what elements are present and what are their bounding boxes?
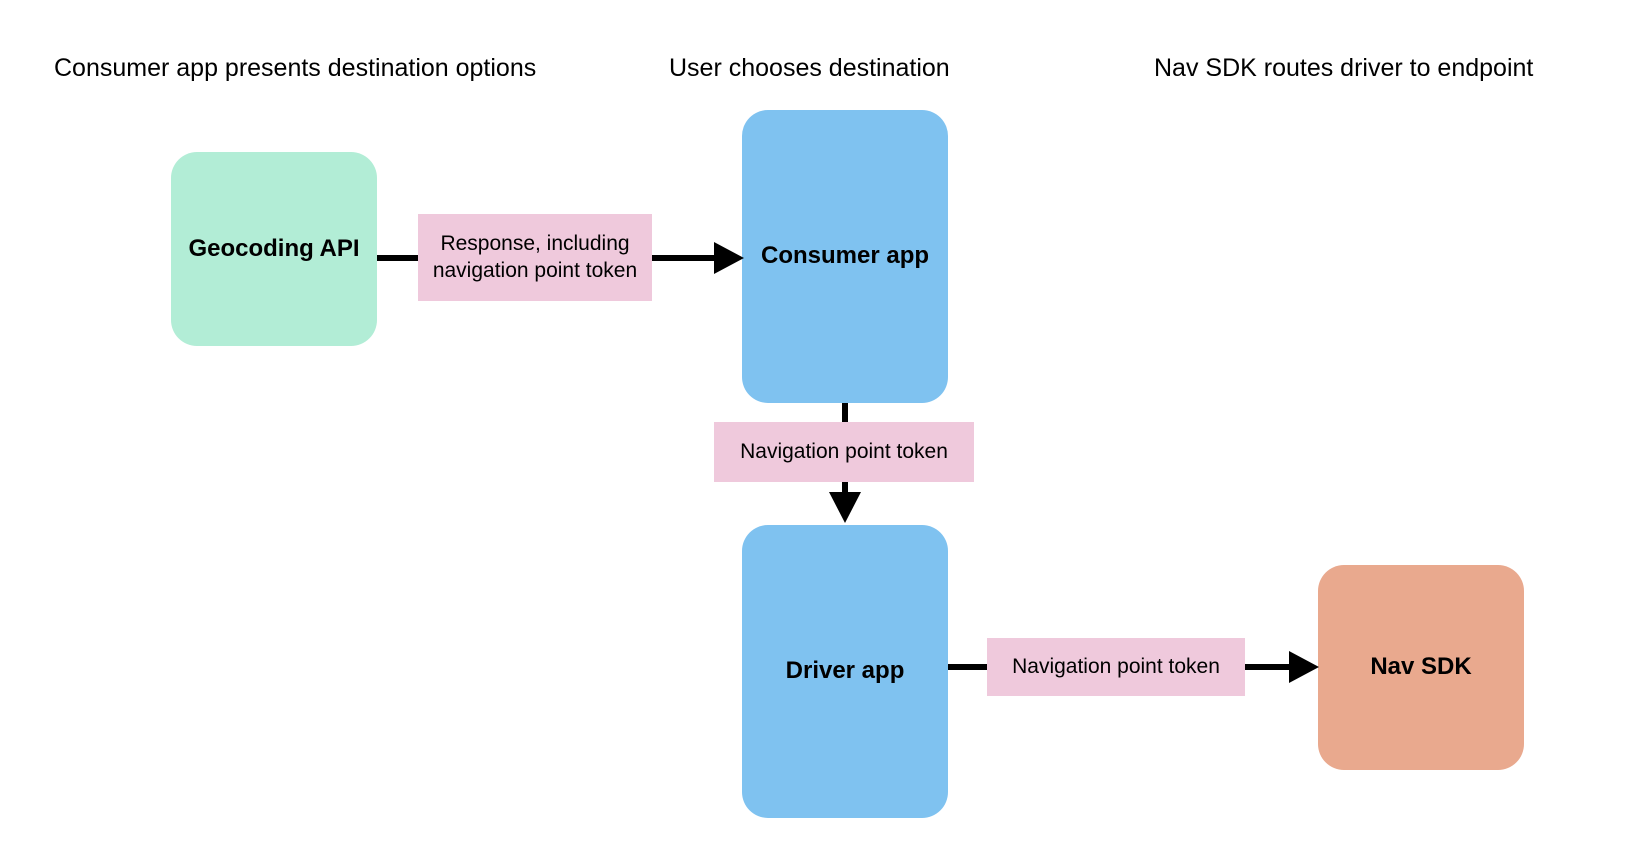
arrow-head-to-consumer-app	[714, 242, 744, 274]
node-geocoding-api[interactable]: Geocoding API	[171, 152, 377, 346]
node-consumer-app[interactable]: Consumer app	[742, 110, 948, 403]
column-header-user-chooses-destination: User chooses destination	[669, 54, 950, 82]
edge-label-response-including-navigation-point-token: Response, including navigation point tok…	[418, 214, 652, 301]
arrow-head-to-nav-sdk	[1289, 651, 1319, 683]
column-header-nav-sdk-routes-driver: Nav SDK routes driver to endpoint	[1154, 54, 1534, 82]
edge-label-navigation-point-token-consumer-driver: Navigation point token	[714, 422, 974, 482]
node-driver-app[interactable]: Driver app	[742, 525, 948, 818]
column-header-consumer-app-presents: Consumer app presents destination option…	[54, 54, 537, 82]
node-nav-sdk[interactable]: Nav SDK	[1318, 565, 1524, 770]
edge-label-navigation-point-token-driver-navsdk: Navigation point token	[987, 638, 1245, 696]
arrow-head-to-driver-app	[829, 492, 861, 523]
